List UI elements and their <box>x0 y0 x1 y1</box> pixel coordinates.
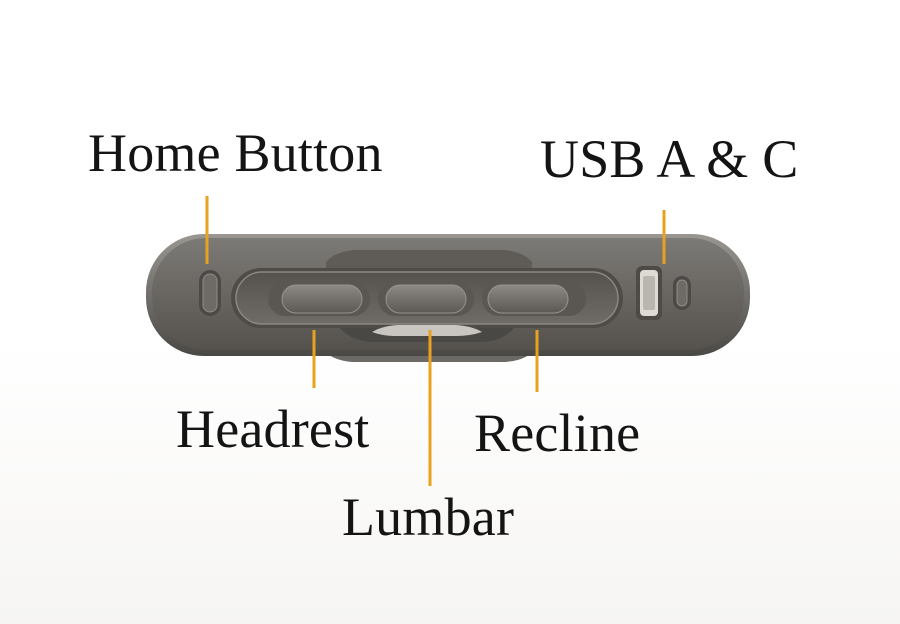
home-button[interactable] <box>199 270 221 316</box>
headrest-control[interactable] <box>268 282 370 316</box>
center-bump-top <box>326 250 532 270</box>
recline-control[interactable] <box>482 282 586 316</box>
usb-port[interactable] <box>636 266 662 320</box>
headrest-label: Headrest <box>176 399 370 459</box>
lumbar-control[interactable] <box>378 282 474 316</box>
leader-lines <box>205 196 666 486</box>
usb-c-port[interactable] <box>673 276 691 310</box>
home-button-label: Home Button <box>88 123 383 183</box>
recline-label: Recline <box>474 403 641 463</box>
center-lip-highlight <box>372 325 482 336</box>
usb-label: USB A & C <box>540 129 799 189</box>
lumbar-label: Lumbar <box>342 487 515 547</box>
